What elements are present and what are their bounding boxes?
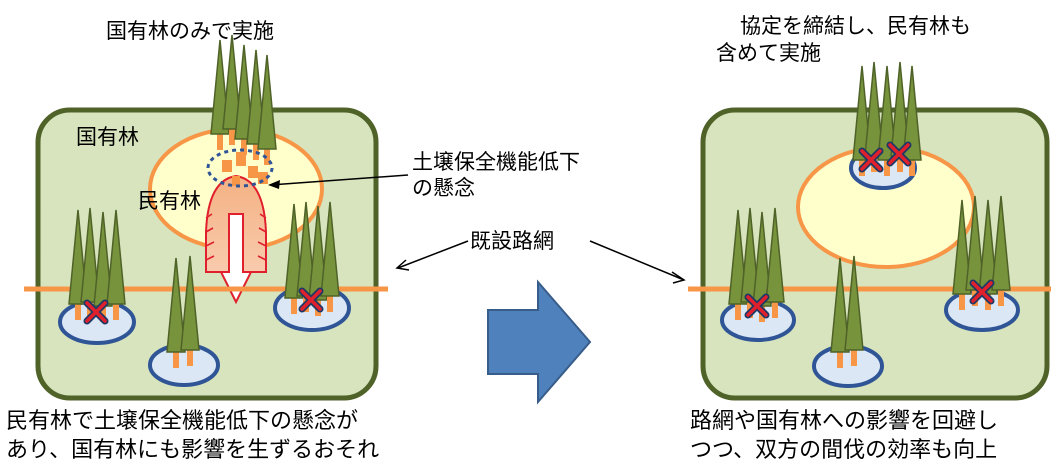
private-forest-label: 民有林 (138, 189, 201, 213)
left-top-trees (210, 34, 277, 166)
road-label: 既設路網 (470, 229, 554, 253)
erosion-hatch (205, 213, 267, 261)
national-forest-label: 国有林 (76, 125, 139, 149)
left-panel (24, 34, 409, 401)
concern-label-line2: の懸念 (412, 176, 475, 200)
right-title-line2: 含めて実施 (716, 41, 821, 65)
road-pointers (395, 240, 686, 284)
felled-zone-outline (206, 148, 274, 188)
concern-pointer (269, 174, 409, 186)
left-caption-line2: あり、国有林にも影響を生ずるおそれ (6, 438, 380, 463)
right-caption-line2: つつ、双方の間伐の効率も向上 (690, 438, 998, 463)
left-caption-line1: 民有林で土壌保全機能低下の懸念が (6, 409, 359, 434)
right-title-line1: 協定を締結し、民有林も (740, 14, 971, 38)
concern-label-line1: 土壌保全機能低下 (412, 150, 580, 174)
right-top-trees (852, 61, 922, 177)
right-caption-line1: 路網や国有林への影響を回避し (690, 409, 999, 434)
right-panel (688, 61, 1051, 401)
left-felled-stumps (222, 152, 268, 186)
left-title: 国有林のみで実施 (106, 19, 274, 43)
transition-arrow (487, 279, 592, 405)
